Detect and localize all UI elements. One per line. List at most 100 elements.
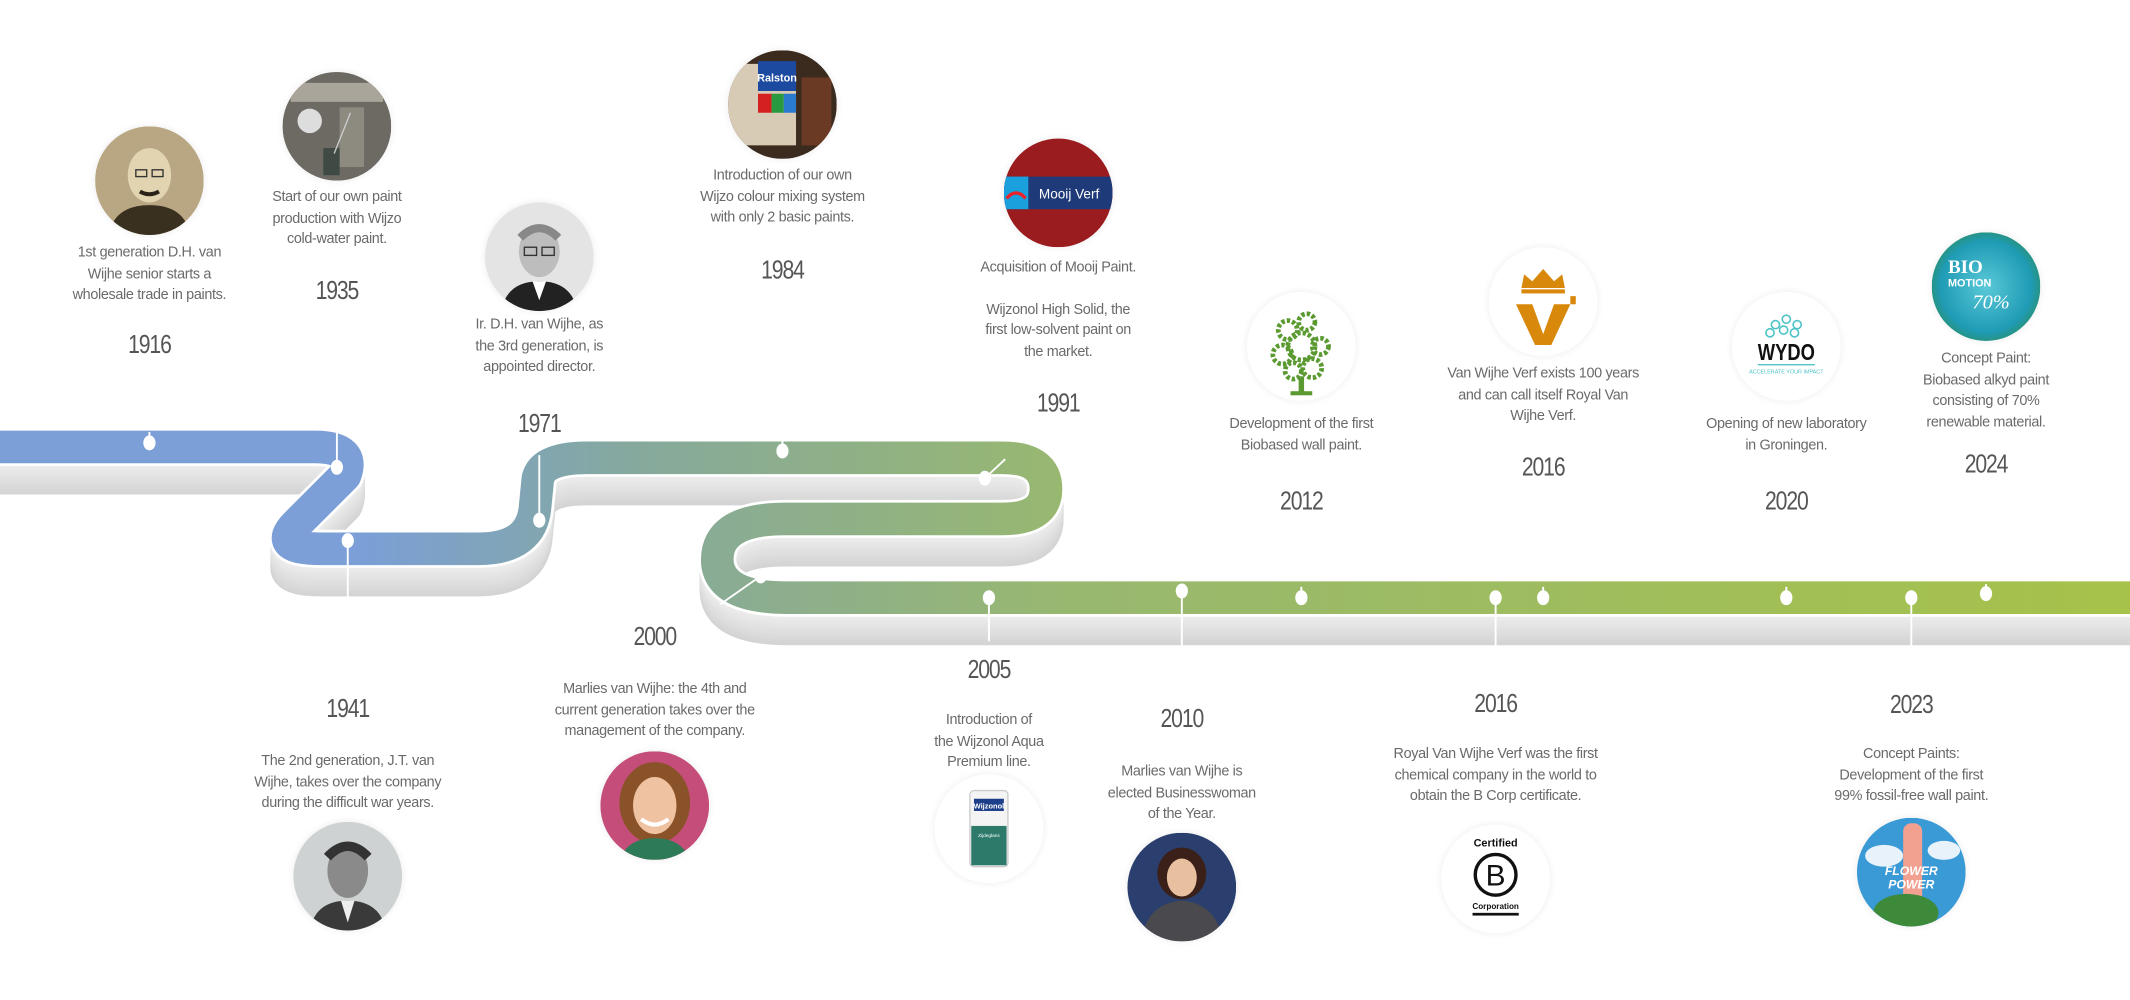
milestone-dot: [754, 568, 767, 584]
description-line: Start of our own paint: [272, 188, 402, 206]
description-line: production with Wijzo: [272, 209, 402, 227]
description-line: Concept Paints:: [1863, 745, 1960, 763]
description-line: Wijhe, takes over the company: [254, 773, 442, 790]
milestone-dot: [1780, 590, 1793, 606]
description-line: Development of the first: [1839, 766, 1984, 784]
svg-text:BIO: BIO: [1948, 257, 1983, 278]
milestone-description: Royal Van Wijhe Verf was the first chemic…: [1380, 744, 1611, 807]
royal-crown-logo-icon: [1488, 247, 1598, 356]
description-line: the 3rd generation, is: [475, 337, 604, 354]
description-line: first low-solvent paint on: [985, 321, 1131, 339]
svg-text:Ralston: Ralston: [757, 73, 797, 85]
description-line: Royal Van Wijhe Verf was the first: [1393, 745, 1598, 763]
milestone-year: 1984: [761, 256, 805, 286]
milestone-dot: [978, 470, 991, 486]
milestone-year: 2000: [633, 623, 677, 653]
portrait-photo-icon: [1127, 832, 1237, 942]
milestone-year: 2010: [1160, 705, 1205, 734]
milestone-year: 2016: [1474, 690, 1518, 719]
milestone-year: 1971: [517, 410, 562, 439]
milestone-year: 1916: [128, 331, 172, 360]
description-line: 1st generation D.H. van: [77, 244, 222, 261]
portrait-photo-icon: [600, 751, 710, 860]
milestone-description: Acquisition of Mooij Paint.Wijzonol High…: [943, 258, 1174, 363]
description-line: Introduction of: [945, 711, 1032, 729]
description-line: in Groningen.: [1745, 436, 1828, 454]
milestone-description: Concept Paint: Biobased alkyd paint consis…: [1871, 349, 2102, 433]
description-line: the Wijzonol Aqua: [934, 732, 1044, 750]
milestone-year: 1991: [1036, 389, 1081, 419]
factory-photo-icon: [282, 71, 392, 181]
milestone-year: 1935: [315, 277, 360, 306]
description-line: Van Wijhe Verf exists 100 years: [1447, 365, 1639, 382]
description-line: during the difficult war years.: [261, 794, 435, 811]
description-line: Acquisition of Mooij Paint.: [980, 259, 1137, 276]
description-line: Development of the first: [1229, 415, 1374, 432]
description-line: wholesale trade in paints.: [72, 286, 227, 303]
milestone-connector: [719, 575, 762, 606]
milestone-dot: [1489, 590, 1502, 606]
description-line: renewable material.: [1926, 413, 2046, 430]
description-line: Introduction of our own: [713, 167, 852, 184]
description-line: Concept Paint:: [1941, 350, 2031, 367]
description-line: consisting of 70%: [1932, 392, 2040, 409]
svg-text:B: B: [1486, 860, 1506, 893]
milestone-dot: [1905, 590, 1918, 606]
milestone-description: Marlies van Wijhe is elected Businesswoma…: [1066, 762, 1297, 825]
milestone-year: 1941: [326, 695, 370, 725]
milestone-description: Start of our own paint production with Wi…: [221, 187, 452, 250]
svg-text:MOTION: MOTION: [1948, 278, 1992, 290]
description-line: management of the company.: [564, 722, 746, 739]
milestone-description: Opening of new laboratory in Groningen.: [1671, 414, 1902, 456]
portrait-photo-icon: [484, 202, 594, 312]
milestone-dot: [1175, 583, 1188, 599]
milestone-dot: [341, 533, 354, 549]
svg-text:ACCELERATE YOUR IMPACT: ACCELERATE YOUR IMPACT: [1749, 370, 1824, 376]
portrait-photo-icon: [95, 126, 204, 236]
gear-tree-icon: [1247, 292, 1356, 401]
svg-text:FLOWER: FLOWER: [1885, 864, 1938, 878]
description-paragraph: Ir. D.H. van Wijhe, as the 3rd generation…: [424, 315, 655, 378]
description-line: Opening of new laboratory: [1706, 415, 1867, 432]
description-line: 99% fossil-free wall paint.: [1834, 787, 1989, 805]
description-line: The 2nd generation, J.T. van: [261, 752, 435, 769]
description-line: Marlies van Wijhe is: [1121, 763, 1243, 780]
svg-text:Zijdeglans: Zijdeglans: [978, 833, 1000, 839]
description-line: Wijhe senior starts a: [87, 265, 212, 282]
milestone-year: 2024: [1964, 450, 2009, 480]
description-line: chemical company in the world to: [1394, 766, 1597, 784]
description-line: Marlies van Wijhe: the 4th and: [563, 680, 747, 697]
description-paragraph: Royal Van Wijhe Verf was the first chemic…: [1380, 744, 1611, 807]
description-paragraph: Acquisition of Mooij Paint.: [943, 258, 1174, 279]
milestone-description: Concept Paints: Development of the first 9…: [1796, 744, 2027, 807]
milestone-dot: [330, 459, 344, 475]
svg-text:Corporation: Corporation: [1472, 902, 1519, 911]
description-line: Wijzo colour mixing system: [700, 188, 865, 205]
svg-text:Mooij Verf: Mooij Verf: [1039, 186, 1100, 201]
description-line: appointed director.: [483, 358, 596, 375]
milestone-dot: [143, 435, 156, 451]
ralston-machine-icon: Ralston: [728, 50, 837, 159]
description-line: elected Businesswoman: [1107, 784, 1256, 801]
description-line: Wijhe Verf.: [1510, 407, 1577, 424]
description-line: Ir. D.H. van Wijhe, as: [475, 316, 604, 333]
description-paragraph: Start of our own paint production with Wi…: [221, 187, 452, 250]
milestone-dot: [982, 590, 996, 606]
description-line: Biobased alkyd paint: [1922, 371, 2050, 388]
milestone-year: 2020: [1765, 487, 1809, 517]
